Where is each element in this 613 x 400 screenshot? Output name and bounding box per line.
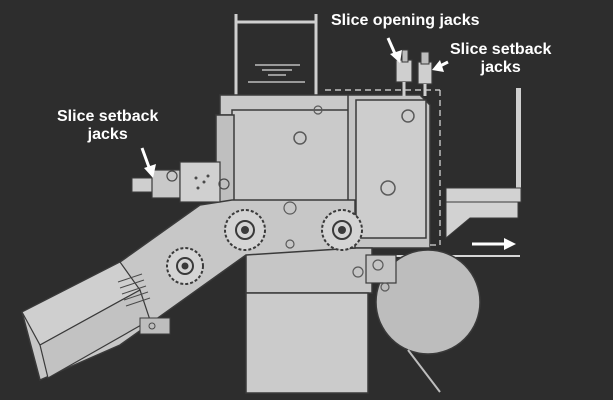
leader-arrow-setback-right — [432, 60, 449, 72]
rectifier-roll-left — [224, 209, 266, 251]
top-mechanism — [248, 64, 305, 83]
bolt-hole — [380, 180, 396, 196]
slice-setback-jacks-left — [131, 161, 230, 203]
roll-bracket — [365, 254, 397, 284]
bolt-hole — [285, 239, 295, 249]
slice-lip — [445, 88, 522, 240]
dash-outline — [325, 89, 441, 246]
label-slice-setback-jacks-left: Slice setback jacks — [57, 108, 159, 143]
rectifier-roll-lower — [166, 247, 204, 285]
leader-arrow-left — [140, 147, 156, 178]
leader-arrow-opening — [386, 37, 402, 63]
flow-direction-arrow — [472, 238, 516, 250]
bolt-hole — [283, 201, 297, 215]
bolt-hole — [380, 282, 390, 292]
bolt-hole — [352, 266, 364, 278]
lower-body — [245, 247, 373, 294]
breast-roll — [375, 249, 481, 355]
inlet-clamp-bolt — [148, 322, 156, 330]
bolt-hole — [401, 109, 415, 123]
slice-opening-jacks — [395, 49, 413, 96]
rectifier-roll-right — [321, 209, 363, 251]
right-housing-panel — [355, 99, 427, 239]
wire-return — [407, 349, 441, 393]
label-slice-opening-jacks: Slice opening jacks — [331, 12, 480, 29]
bolt-hole — [372, 259, 384, 271]
top-frame — [234, 14, 318, 95]
bolt-hole — [293, 131, 307, 145]
label-slice-setback-jacks-right: Slice setback jacks — [450, 41, 552, 76]
inlet-bolts — [117, 273, 151, 307]
slice-setback-jacks-right — [417, 51, 433, 96]
lower-tank — [245, 292, 369, 394]
bolt-hole — [313, 105, 323, 115]
